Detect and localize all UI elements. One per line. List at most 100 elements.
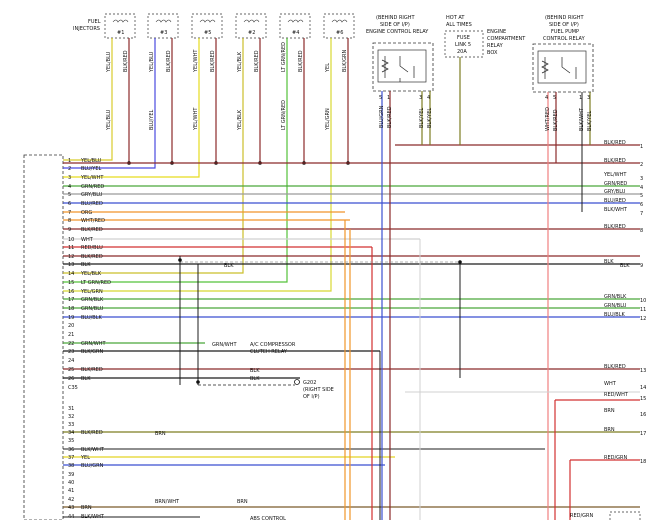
brn-mid-label: BRN bbox=[155, 431, 166, 437]
injector-right-wire-label: BLK/RED bbox=[166, 50, 172, 72]
brn-wht-label: BRN/WHT bbox=[155, 499, 180, 505]
injector-id: #3 bbox=[160, 30, 167, 36]
ecm-pin-label: WHT bbox=[81, 237, 94, 243]
right-ref-label: BLK/RED bbox=[604, 224, 626, 230]
injector-to-ecm-wire bbox=[63, 150, 156, 169]
blk-label-c: BLK bbox=[250, 376, 260, 382]
ecm-pin-label: BLK/GRN bbox=[81, 349, 104, 355]
ecm-pin-label: BLU/GRN bbox=[81, 463, 104, 469]
ecm-pin-number: 20 bbox=[68, 323, 74, 329]
injector-right-wire-label: BLK/RED bbox=[254, 50, 260, 72]
engine-control-relay: (BEHIND RIGHT SIDE OF I/P) ENGINE CONTRO… bbox=[366, 15, 434, 92]
right-ref-label: BLK/RED bbox=[604, 364, 626, 370]
right-ref-number: 4 bbox=[640, 185, 643, 191]
right-ref-number: 8 bbox=[640, 228, 643, 234]
ecm-pin-number: 34 bbox=[68, 430, 74, 436]
ecm-connector-block bbox=[23, 154, 64, 520]
right-ref-number: 13 bbox=[640, 368, 646, 374]
fuel-relay-label-3: FUEL PUMP bbox=[551, 29, 579, 35]
right-ref-number: 15 bbox=[640, 396, 646, 402]
ecm-pin-label: BLK/RED bbox=[81, 367, 103, 373]
ecm-pin-label: BLK/RED bbox=[81, 430, 103, 436]
right-ref-number: 14 bbox=[640, 385, 646, 391]
ecm-pin-label: BLK/WHT bbox=[81, 447, 105, 453]
fuel-injector bbox=[323, 13, 355, 39]
ecm-pin-label: BLK bbox=[81, 262, 91, 268]
injector-left-wire-label: YEL bbox=[325, 63, 331, 73]
ecm-pin-number: 18 bbox=[68, 306, 74, 312]
ecm-pin-label: BLK/RED bbox=[81, 227, 103, 233]
ground-icon bbox=[294, 379, 300, 385]
injector-lower-wire-label: LT GRN/RED bbox=[281, 100, 287, 130]
hot-label-1: HOT AT bbox=[446, 15, 465, 21]
box-label-3: RELAY bbox=[487, 43, 504, 49]
right-ref-number: 10 bbox=[640, 298, 646, 304]
engine-relay-pin: 5 bbox=[379, 95, 382, 101]
fuel-relay-pin: 4 bbox=[545, 95, 548, 101]
fuel-relay-wire-label: BLK/YEL bbox=[587, 111, 593, 131]
ecm-pin-label: YEL/WHT bbox=[80, 175, 104, 181]
right-ref-number: 17 bbox=[640, 431, 646, 437]
injector-lower-wire-label: YEL/BLK bbox=[237, 109, 243, 131]
injector-group: #1#3#5#2#4#6 bbox=[104, 13, 355, 39]
ecm-pin-number: 24 bbox=[68, 358, 74, 364]
injector-to-ecm-wire bbox=[63, 150, 244, 274]
right-ref-label: GRY/BLU bbox=[604, 189, 626, 195]
ecm-pin-number: 8 bbox=[68, 218, 71, 224]
box-label-4: BOX bbox=[487, 50, 498, 56]
ecm-pin-number: 32 bbox=[68, 414, 74, 420]
fuel-relay-label-2: SIDE OF I/P) bbox=[549, 22, 579, 28]
right-ref-number: 11 bbox=[640, 307, 646, 313]
fuel-injector bbox=[147, 13, 179, 39]
injector-id: #2 bbox=[248, 30, 255, 36]
ecm-pin-number: 31 bbox=[68, 406, 74, 412]
blk-label-b: BLK bbox=[250, 368, 260, 374]
injectors-label-2: INJECTORS bbox=[73, 26, 100, 32]
right-ref-label: YEL/WHT bbox=[603, 172, 627, 178]
engine-relay-label-3: ENGINE CONTROL RELAY bbox=[366, 29, 429, 35]
ecm-pin-number: 5 bbox=[68, 192, 71, 198]
blk-right-label: BLK bbox=[620, 263, 630, 269]
right-ref-label: BRN bbox=[604, 408, 615, 414]
brn-b-label: BRN bbox=[237, 499, 248, 505]
injector-to-ecm-wire bbox=[63, 150, 113, 161]
ecm-pin-number: 44 bbox=[68, 514, 74, 520]
injector-coil-icon bbox=[199, 19, 216, 23]
ecm-pin-number: 26 bbox=[68, 376, 74, 382]
ecm-pin-number: 17 bbox=[68, 297, 74, 303]
engine-relay-wire-label: BLK/YEL bbox=[419, 108, 425, 128]
ecm-pin-label: GRN/BLU bbox=[81, 306, 104, 312]
ecm-pin-number: 11 bbox=[68, 245, 74, 251]
injector-right-wire-label: BLK/RED bbox=[210, 50, 216, 72]
engine-relay-coil bbox=[381, 56, 389, 78]
ecm-pin-number: 15 bbox=[68, 280, 74, 286]
right-ref-label: RED/GRN bbox=[604, 455, 628, 461]
ecm-pin-number: 14 bbox=[68, 271, 74, 277]
ecm-pin-label: BLU/BLK bbox=[81, 315, 103, 321]
fuse-label-2: LINK 5 bbox=[455, 42, 471, 48]
ecm-pin-label: BLK bbox=[81, 376, 91, 382]
ecm-pin-number: 13 bbox=[68, 262, 74, 268]
splice-dot bbox=[196, 380, 200, 384]
box-label-1: ENGINE bbox=[487, 29, 506, 35]
ac-relay-label-1: A/C COMPRESSOR bbox=[250, 342, 296, 348]
right-ref-number: 12 bbox=[640, 316, 646, 322]
ecm-pin-label: BLK/WHT bbox=[81, 514, 105, 520]
fuse-box bbox=[444, 30, 484, 58]
ecm-pin-number: 38 bbox=[68, 463, 74, 469]
ecm-pin-number: 4 bbox=[68, 184, 71, 190]
engine-relay-pin: 3 bbox=[419, 95, 422, 101]
engine-relay-label-2: SIDE OF I/P) bbox=[380, 22, 410, 28]
injector-id: #5 bbox=[204, 30, 211, 36]
ecm-pin-number: 22 bbox=[68, 341, 74, 347]
ac-relay-label-2: CLUTCH RELAY bbox=[250, 349, 288, 355]
injectors-label-1: FUEL bbox=[88, 19, 101, 25]
ecm-pin-number: 19 bbox=[68, 315, 74, 321]
bottom-right-component bbox=[609, 511, 641, 520]
injector-coil-icon bbox=[155, 19, 172, 23]
ecm-pin-number: 10 bbox=[68, 237, 74, 243]
fuel-relay-coil bbox=[541, 57, 549, 79]
ground-label-3: OF I/P) bbox=[303, 394, 320, 400]
ecm-pin-number: 16 bbox=[68, 289, 74, 295]
